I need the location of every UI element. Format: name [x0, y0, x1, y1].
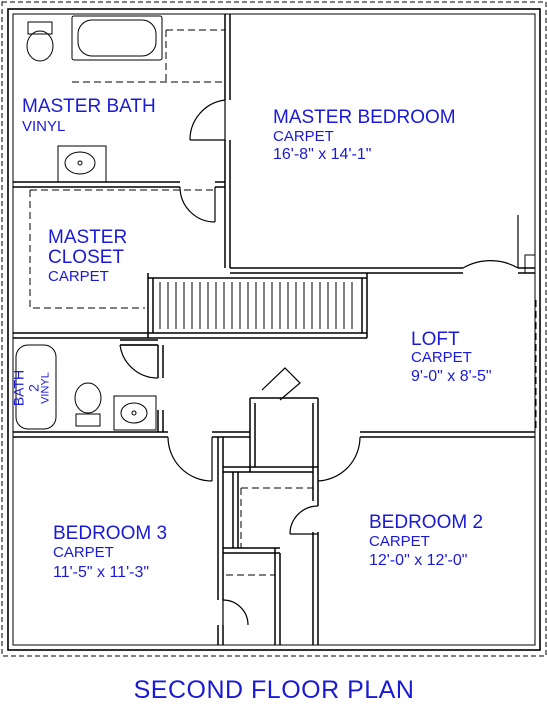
plan-title: SECOND FLOOR PLAN: [133, 676, 415, 704]
bedroom3-name: BEDROOM 3: [53, 523, 168, 544]
bedroom2-floor: CARPET: [369, 533, 430, 550]
master-bedroom-floor: CARPET: [273, 128, 334, 145]
bath2-floor: VINYL: [39, 372, 52, 404]
exterior-walls: [7, 8, 541, 651]
master-bedroom-size: 16'-8" x 14'-1": [273, 146, 372, 163]
loft-floor: CARPET: [411, 349, 472, 366]
master-closet-name-2: CLOSET: [48, 247, 125, 268]
fixtures: [15, 15, 536, 431]
bath2-label: BATH 2 VINYL: [10, 344, 54, 432]
loft-size: 9'-0" x 8'-5": [411, 368, 492, 385]
master-bedroom-name: MASTER BEDROOM: [273, 107, 456, 128]
floor-plan-drawing: [1, 1, 547, 657]
master-closet-floor: CARPET: [48, 268, 109, 285]
door-swings: [119, 99, 519, 626]
master-bath-floor: VINYL: [22, 118, 66, 135]
master-bath-name: MASTER BATH: [22, 96, 156, 117]
bedroom3-floor: CARPET: [53, 544, 114, 561]
bedroom2-name: BEDROOM 2: [369, 512, 484, 533]
bath2-name: BATH 2: [10, 369, 42, 407]
dashed-shelves: [29, 29, 537, 576]
loft-name: LOFT: [411, 329, 460, 350]
interior-walls: [13, 14, 535, 645]
stair-treads: [159, 282, 353, 329]
bedroom2-size: 12'-0" x 12'-0": [369, 552, 468, 569]
bedroom3-size: 11'-5" x 11'-3": [53, 564, 150, 581]
roofline-dashed: [1, 1, 547, 657]
master-closet-name-1: MASTER: [48, 227, 128, 248]
